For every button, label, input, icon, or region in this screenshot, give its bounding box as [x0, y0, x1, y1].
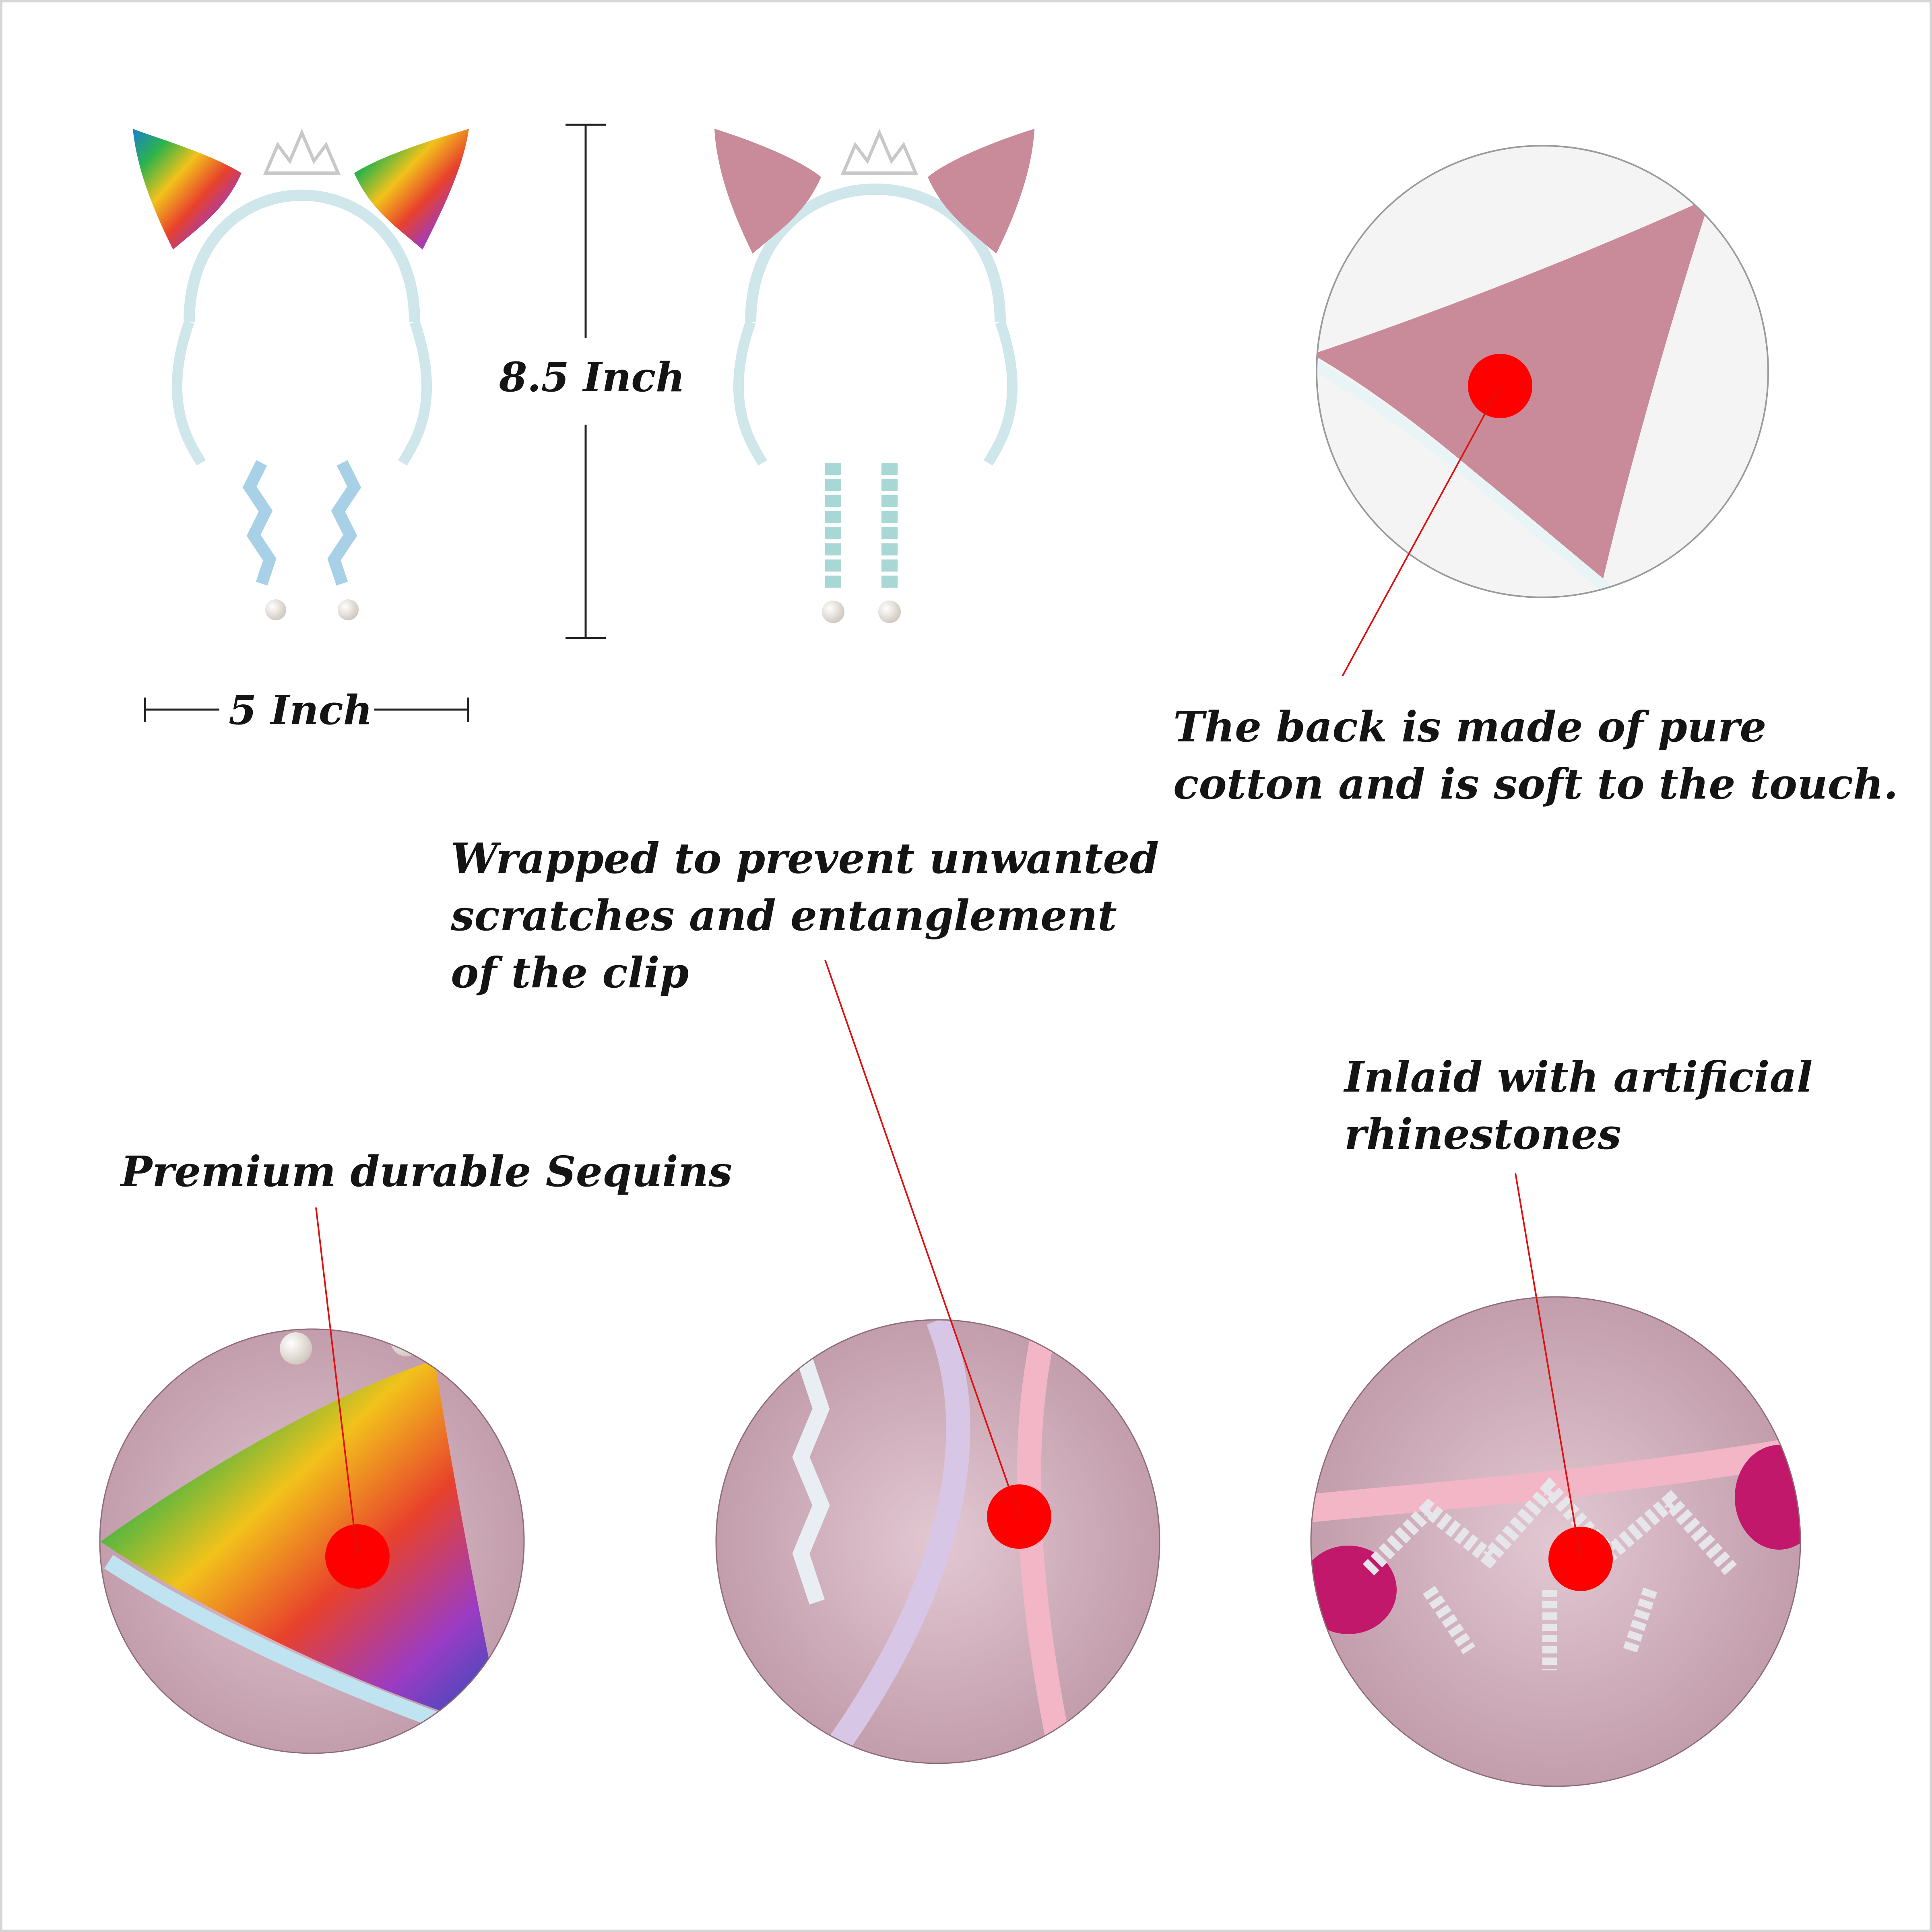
callout-cotton-back: The back is made of pure cotton and is s… [1173, 698, 1898, 813]
height-dimension-line [566, 124, 606, 639]
detail-circle-sequins [99, 1207, 525, 1754]
callout-cotton-back-line2: cotton and is soft to the touch. [1173, 759, 1898, 809]
detail-circle-wrapped-band [715, 960, 1160, 1764]
detail-circle-cotton-back [1316, 145, 1769, 677]
sequin-headband [133, 128, 469, 620]
detail-circle-rhinestones [1310, 1173, 1801, 1787]
callout-wrapped-band-line3: of the clip [451, 948, 689, 997]
callout-wrapped-band-line1: Wrapped to prevent unwanted [451, 834, 1159, 883]
callout-sequins-line1: Premium durable Sequins [121, 1147, 732, 1196]
callout-rhinestones-line1: Inlaid with artificial [1344, 1052, 1813, 1102]
height-dimension-label: 8.5 Inch [499, 353, 685, 401]
width-dimension-line [144, 698, 469, 722]
width-dimension-label: 5 Inch [229, 686, 373, 734]
callout-sequins: Premium durable Sequins [121, 1143, 732, 1200]
callout-wrapped-band-line2: scratches and entanglement [451, 891, 1117, 940]
pink-headband [714, 128, 1034, 623]
callout-wrapped-band: Wrapped to prevent unwanted scratches an… [451, 830, 1159, 1001]
callout-cotton-back-line1: The back is made of pure [1173, 702, 1767, 751]
callout-rhinestones: Inlaid with artificial rhinestones [1344, 1049, 1813, 1163]
callout-rhinestones-line2: rhinestones [1344, 1109, 1621, 1159]
